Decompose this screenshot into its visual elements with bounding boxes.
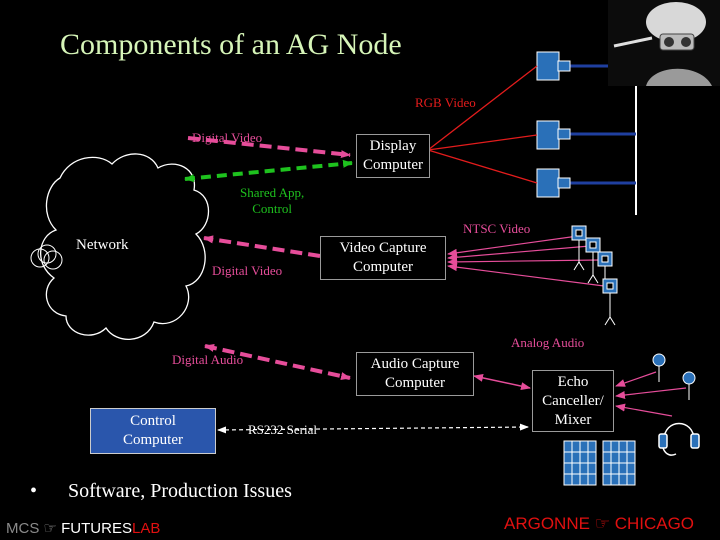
- projector-3: [536, 168, 636, 198]
- rgb-video-lines: [427, 65, 538, 184]
- rgb-video-label: RGB Video: [415, 95, 476, 110]
- footer-left-logo: MCS ☞ FUTURESLAB: [6, 519, 160, 537]
- analog-audio-lines: [615, 371, 687, 417]
- digital-video-mid-label: Digital Video: [212, 263, 283, 278]
- echo-line2: Canceller/: [542, 392, 604, 409]
- camera-1: [571, 225, 587, 271]
- page-title: Components of an AG Node: [60, 28, 402, 61]
- footer-lab: LAB: [131, 520, 161, 537]
- digital-video-mid-arrow: [203, 235, 321, 258]
- audio-link-arrow: [473, 373, 531, 391]
- bullet-text: Software, Production Issues: [68, 480, 292, 502]
- audio-capture-computer-box: Audio Capture Computer: [356, 352, 474, 396]
- control-computer-line1: Control: [130, 413, 176, 429]
- footer-futures: FUTURES: [61, 520, 132, 537]
- network-label: Network: [76, 237, 129, 253]
- camera-4: [602, 278, 618, 326]
- digital-video-top-label: Digital Video: [192, 130, 263, 145]
- video-capture-line2: Computer: [353, 259, 413, 275]
- digital-audio-arrow: [204, 344, 351, 380]
- rs232-label: RS232 Serial: [248, 422, 317, 437]
- analog-audio-label: Analog Audio: [511, 335, 585, 350]
- video-capture-line1: Video Capture: [339, 240, 427, 256]
- hand-pointer-icon: ☞: [43, 519, 57, 537]
- shared-app-label-line1: Shared App,: [240, 185, 305, 200]
- microphone-1-icon: [652, 353, 666, 382]
- camera-2: [585, 237, 601, 284]
- footer-chicago: CHICAGO: [614, 514, 695, 533]
- echo-canceller-box: Echo Canceller/ Mixer: [532, 370, 614, 432]
- video-capture-computer-box: Video Capture Computer: [320, 236, 446, 280]
- headset-icon: [658, 422, 700, 456]
- network-loop-icon: [30, 244, 63, 270]
- bullet-marker: •: [30, 480, 38, 502]
- display-computer-box: Display Computer: [356, 134, 430, 178]
- shared-app-label-line2: Control: [252, 201, 292, 216]
- digital-audio-label: Digital Audio: [172, 352, 244, 367]
- projector-2: [536, 120, 636, 150]
- display-computer-line2: Computer: [363, 157, 423, 173]
- shared-app-arrow: [184, 159, 353, 183]
- rs232-arrow: [217, 423, 529, 434]
- control-computer-line2: Computer: [123, 432, 183, 448]
- echo-line3: Mixer: [554, 411, 592, 428]
- corner-portrait-image: [608, 0, 720, 86]
- footer-argonne: ARGONNE: [504, 514, 590, 533]
- network-cloud: [40, 153, 209, 340]
- display-computer-line1: Display: [369, 138, 417, 154]
- audio-capture-line2: Computer: [385, 375, 445, 391]
- camera-3: [597, 251, 613, 288]
- control-computer-box: Control Computer: [90, 408, 216, 454]
- ntsc-video-label: NTSC Video: [463, 221, 531, 236]
- ntsc-video-lines: [447, 235, 605, 287]
- hand-pointer-right-icon: ☞: [594, 514, 610, 534]
- echo-line1: Echo: [557, 373, 589, 390]
- microphone-2-icon: [682, 371, 696, 400]
- speaker-grid-left: [563, 440, 597, 486]
- speaker-grid-right: [602, 440, 636, 486]
- audio-capture-line1: Audio Capture: [370, 356, 460, 372]
- shared-app-label: Shared App, Control: [240, 185, 304, 217]
- footer-mcs: MCS: [6, 520, 40, 537]
- digital-video-top-arrow: [187, 136, 351, 159]
- footer-right-logo: ARGONNE ☞ CHICAGO: [504, 514, 694, 534]
- bullet-item: • Software, Production Issues: [30, 480, 292, 503]
